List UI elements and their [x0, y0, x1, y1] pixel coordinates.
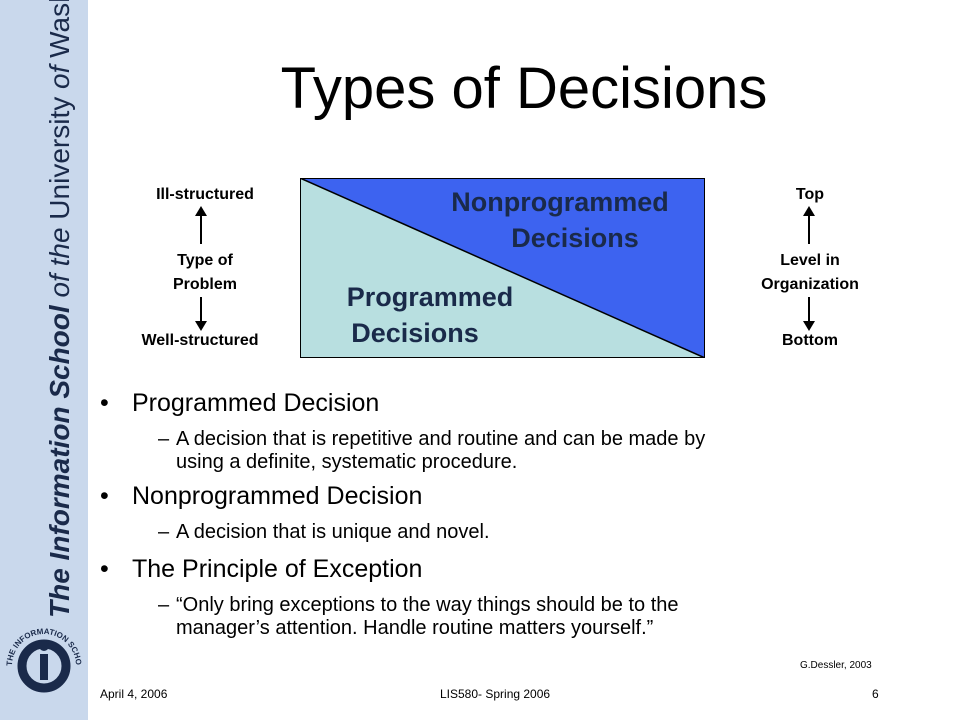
sub-dash: – — [158, 594, 170, 616]
school-name-of: of — [44, 274, 75, 298]
right-axis-middle-label: Level in Organization — [730, 249, 890, 297]
right-axis-top-label: Top — [795, 186, 825, 203]
left-axis-top-label: Ill-structured — [156, 186, 254, 203]
footer-date: April 4, 2006 — [100, 687, 168, 701]
programmed-label: Programmed Decisions — [310, 279, 550, 351]
bullet-text: The Principle of Exception — [132, 555, 423, 583]
sub-text: A decision that is repetitive and routin… — [176, 428, 888, 474]
arrow-up-icon — [195, 206, 207, 244]
ischool-logo-icon: THE INFORMATION SCHOOL — [4, 606, 83, 693]
sub-text-line: “Only bring exceptions to the way things… — [176, 594, 679, 616]
left-axis-middle-line1: Type of — [177, 252, 233, 269]
school-name-vertical: The Information School of the University… — [44, 0, 76, 618]
school-name-washington: Washington — [44, 0, 75, 58]
school-name-bold: The Information School — [44, 305, 75, 618]
nonprogrammed-label-line1: Nonprogrammed — [451, 187, 669, 217]
school-name-the: the — [44, 227, 75, 267]
sub-text-line: using a definite, systematic procedure. — [176, 451, 518, 473]
left-axis-bottom-label: Well-structured — [141, 332, 259, 349]
sub-text-line: A decision that is repetitive and routin… — [176, 428, 706, 450]
footer-page-number: 6 — [872, 687, 879, 701]
arrow-up-icon — [803, 206, 815, 244]
programmed-label-line1: Programmed — [346, 282, 514, 312]
sidebar-banner: The Information School of the University… — [0, 0, 88, 720]
sub-dash: – — [158, 521, 170, 543]
arrow-down-icon — [195, 297, 207, 331]
sub-text-line: A decision that is unique and novel. — [176, 521, 490, 543]
programmed-label-line2: Decisions — [351, 318, 479, 348]
right-axis-middle-line1: Level in — [780, 252, 840, 269]
right-axis-bottom-label: Bottom — [782, 332, 838, 349]
left-axis-middle-label: Type of Problem — [120, 249, 290, 297]
bullet-dot: • — [100, 482, 109, 510]
sub-text-line: manager’s attention. Handle routine matt… — [176, 617, 654, 639]
bullet-text: Programmed Decision — [132, 389, 380, 417]
nonprogrammed-label: Nonprogrammed Decisions — [430, 184, 690, 256]
page-title: Types of Decisions — [280, 56, 768, 121]
sub-text: “Only bring exceptions to the way things… — [176, 594, 888, 640]
bullet-text: Nonprogrammed Decision — [132, 482, 423, 510]
left-axis-middle-line2: Problem — [172, 276, 237, 293]
bullet-dot: • — [100, 555, 109, 583]
sub-text: A decision that is unique and novel. — [176, 521, 888, 544]
right-axis-middle-line2: Organization — [761, 276, 859, 293]
school-name-of2: of — [44, 65, 75, 89]
bullet-dot: • — [100, 389, 109, 417]
arrow-down-icon — [803, 297, 815, 331]
school-name-university: University — [44, 96, 75, 220]
credit-note: G.Dessler, 2003 — [800, 660, 872, 671]
decision-diagram — [300, 178, 705, 358]
footer-course: LIS580- Spring 2006 — [440, 687, 551, 701]
nonprogrammed-label-line2: Decisions — [511, 223, 639, 253]
sub-dash: – — [158, 428, 170, 450]
